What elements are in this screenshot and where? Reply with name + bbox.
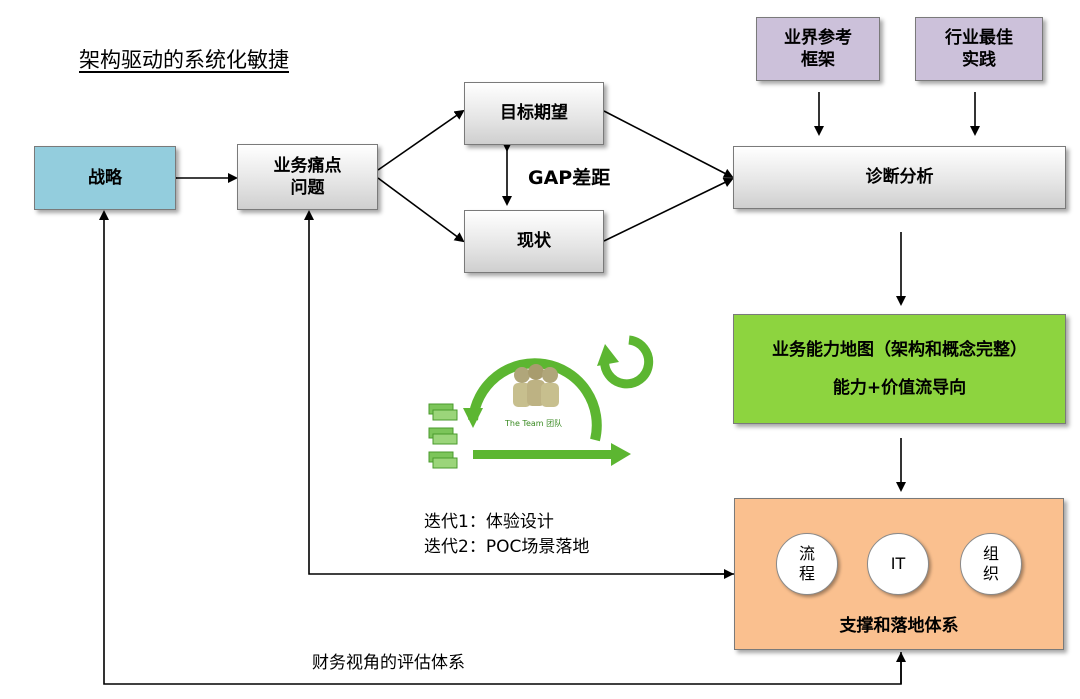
ref-label-line1: 业界参考 xyxy=(784,27,852,48)
iteration-2-text: 迭代2：POC场景落地 xyxy=(424,537,590,557)
org-label-1: 组 xyxy=(982,544,999,563)
diagnosis-box: 诊断分析 xyxy=(733,146,1066,209)
pain-current-arrow xyxy=(377,177,465,243)
gap-label: GAP差距 xyxy=(528,167,611,189)
current-diagnosis-arrow xyxy=(603,177,734,242)
current-box: 现状 xyxy=(464,210,604,273)
it-label: IT xyxy=(890,554,906,573)
backlog-stack-icon xyxy=(428,403,458,469)
target-box: 目标期望 xyxy=(464,82,604,145)
pain-label-line1: 业务痛点 xyxy=(273,155,342,176)
pain-label-line2: 问题 xyxy=(290,178,325,198)
diagram-title: 架构驱动的系统化敏捷 xyxy=(79,48,289,72)
agile-cycle-graphic: The Team 团队 xyxy=(428,335,654,469)
team-label: The Team 团队 xyxy=(504,418,562,428)
target-diagnosis-arrow xyxy=(603,110,734,178)
iteration-1-text: 迭代1：体验设计 xyxy=(424,512,554,532)
capmap-label-line2: 能力+价值流导向 xyxy=(832,378,967,398)
pain-target-arrow xyxy=(377,109,465,171)
process-circle: 流 程 xyxy=(776,533,838,595)
capmap-label-line1: 业务能力地图（架构和概念完整） xyxy=(772,339,1027,360)
best-label-line1: 行业最佳 xyxy=(945,27,1013,48)
best-label-line2: 实践 xyxy=(962,50,996,70)
best-practice-box: 行业最佳 实践 xyxy=(915,17,1043,81)
strategy-label: 战略 xyxy=(88,167,122,188)
business-pain-box: 业务痛点 问题 xyxy=(237,144,378,210)
process-label-2: 程 xyxy=(798,564,815,583)
strategy-box: 战略 xyxy=(34,146,176,210)
industry-reference-box: 业界参考 框架 xyxy=(756,17,880,81)
team-icon xyxy=(513,364,559,407)
current-label: 现状 xyxy=(517,231,551,252)
finance-evaluation-label: 财务视角的评估体系 xyxy=(312,653,465,673)
capability-map-box: 业务能力地图（架构和概念完整） 能力+价值流导向 xyxy=(733,314,1066,424)
process-label-1: 流 xyxy=(798,544,815,563)
support-label: 支撑和落地体系 xyxy=(839,615,959,636)
it-circle: IT xyxy=(867,533,929,595)
organization-circle: 组 织 xyxy=(960,533,1022,595)
diagnosis-label: 诊断分析 xyxy=(865,167,934,188)
ref-label-line2: 框架 xyxy=(801,50,835,70)
org-label-2: 织 xyxy=(982,564,999,583)
support-pain-arrow xyxy=(304,210,734,575)
target-label: 目标期望 xyxy=(500,103,568,124)
